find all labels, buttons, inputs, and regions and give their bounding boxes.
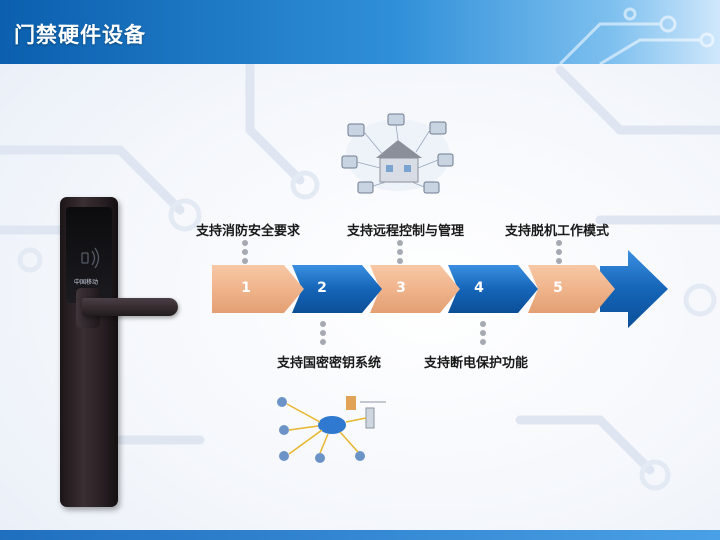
step-5-connector-dots <box>556 240 562 267</box>
header-circuit-icon <box>558 7 715 64</box>
lock-reader-panel <box>66 207 112 303</box>
step-4-label: 支持断电保护功能 <box>424 356 529 371</box>
final-arrowhead <box>600 250 668 328</box>
step-3-label: 支持远程控制与管理 <box>347 224 465 239</box>
step-2-shape <box>292 265 382 313</box>
smart-home-network-icon <box>341 113 454 194</box>
step-1-connector-dots <box>242 240 248 267</box>
nfc-signal-icon <box>81 247 100 269</box>
step-2-label: 支持国密密钥系统 <box>277 356 382 371</box>
step-2-connector-dots <box>320 321 326 348</box>
step-1-number: 1 <box>241 280 251 296</box>
step-4-shape <box>448 265 538 313</box>
step-5-number: 5 <box>553 280 563 296</box>
step-3-number: 3 <box>396 280 406 296</box>
step-1-shape <box>212 265 304 313</box>
step-5-label: 支持脱机工作模式 <box>505 224 610 239</box>
step-4-connector-dots <box>480 321 486 348</box>
lock-brand-label: 中国移动 <box>74 279 99 285</box>
page-title: 门禁硬件设备 <box>14 23 146 47</box>
network-diagram-icon <box>277 396 386 463</box>
door-lock-body <box>60 197 118 507</box>
step-1-label: 支持消防安全要求 <box>196 224 301 239</box>
header-bar: 门禁硬件设备 <box>0 0 720 64</box>
step-5-shape <box>528 265 615 313</box>
step-3-shape <box>370 265 460 313</box>
footer-bar <box>0 530 720 540</box>
step-2-number: 2 <box>317 280 327 296</box>
step-3-connector-dots <box>397 240 403 267</box>
door-handle-lever <box>82 298 178 316</box>
step-4-number: 4 <box>474 280 484 296</box>
